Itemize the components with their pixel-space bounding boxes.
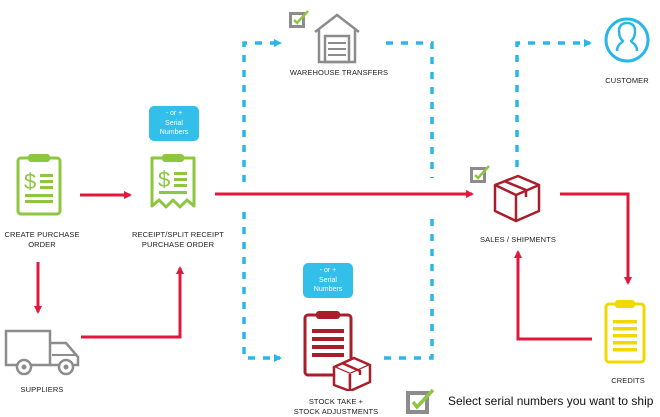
stock-take-line1: STOCK TAKE + (308, 397, 364, 406)
serial-numbers-badge-stock: - or + Serial Numbers (303, 263, 353, 298)
svg-text:$: $ (158, 167, 170, 192)
clipboard-box-icon (303, 311, 372, 391)
create-po-line2: ORDER (28, 240, 56, 249)
customer-label: CUSTOMER (605, 76, 649, 86)
clipboard-dollar-icon: $ (16, 154, 62, 216)
credits-label: CREDITS (611, 376, 645, 386)
warehouse-label: WAREHOUSE TRANSFERS (290, 68, 388, 78)
create-po-label: CREATE PURCHASE ORDER (4, 230, 79, 250)
truck-icon (4, 329, 80, 376)
arrow-credits-to-sales (514, 250, 592, 341)
sales-label: SALES / SHIPMENTS (480, 235, 556, 245)
checkbox-checked-icon (470, 165, 490, 183)
svg-text:$: $ (24, 169, 36, 194)
badge-text: - or + (319, 267, 337, 274)
box-icon (493, 174, 541, 223)
create-po-line1: CREATE PURCHASE (4, 230, 80, 239)
legend-text: Select serial numbers you want to ship (448, 394, 654, 408)
arrow-sales-to-credits (560, 192, 632, 285)
dashed-from-stock (384, 212, 434, 360)
dashed-to-customer (515, 39, 592, 167)
badge-text: Numbers (159, 129, 189, 136)
dashed-to-stock (242, 212, 282, 362)
suppliers-label: SUPPLIERS (21, 385, 64, 395)
sales-line1: SALES / SHIPMENTS (480, 235, 556, 244)
dashed-to-warehouse (242, 39, 282, 182)
credits-line1: CREDITS (611, 376, 645, 385)
receipt-po-line2: PURCHASE ORDER (141, 240, 215, 249)
user-icon (604, 17, 650, 63)
serial-numbers-badge-receipt: - or + Serial Numbers (149, 106, 199, 141)
suppliers-line1: SUPPLIERS (20, 385, 64, 394)
receipt-po-line1: RECEIPT/SPLIT RECEIPT (132, 230, 224, 239)
stock-take-label: STOCK TAKE + STOCK ADJUSTMENTS (294, 397, 379, 417)
dashed-from-warehouse (386, 41, 434, 178)
stock-take-line2: STOCK ADJUSTMENTS (293, 407, 379, 416)
receipt-po-label: RECEIPT/SPLIT RECEIPT PURCHASE ORDER (132, 230, 224, 250)
customer-line1: CUSTOMER (605, 76, 649, 85)
receipt-dollar-icon: $ (150, 154, 196, 209)
badge-text: - or + (165, 110, 183, 117)
warehouse-line1: WAREHOUSE TRANSFERS (289, 68, 389, 77)
checkbox-checked-icon (289, 10, 309, 28)
legend: Select serial numbers you want to ship (406, 388, 653, 414)
checkbox-checked-icon (406, 388, 435, 414)
badge-text: Serial (319, 276, 337, 284)
badge-text: Serial (165, 119, 183, 127)
badge-text: Numbers (313, 286, 343, 293)
warehouse-icon (314, 13, 360, 64)
arrow-suppliers-to-receipt (81, 266, 184, 339)
clipboard-list-icon (604, 300, 646, 364)
